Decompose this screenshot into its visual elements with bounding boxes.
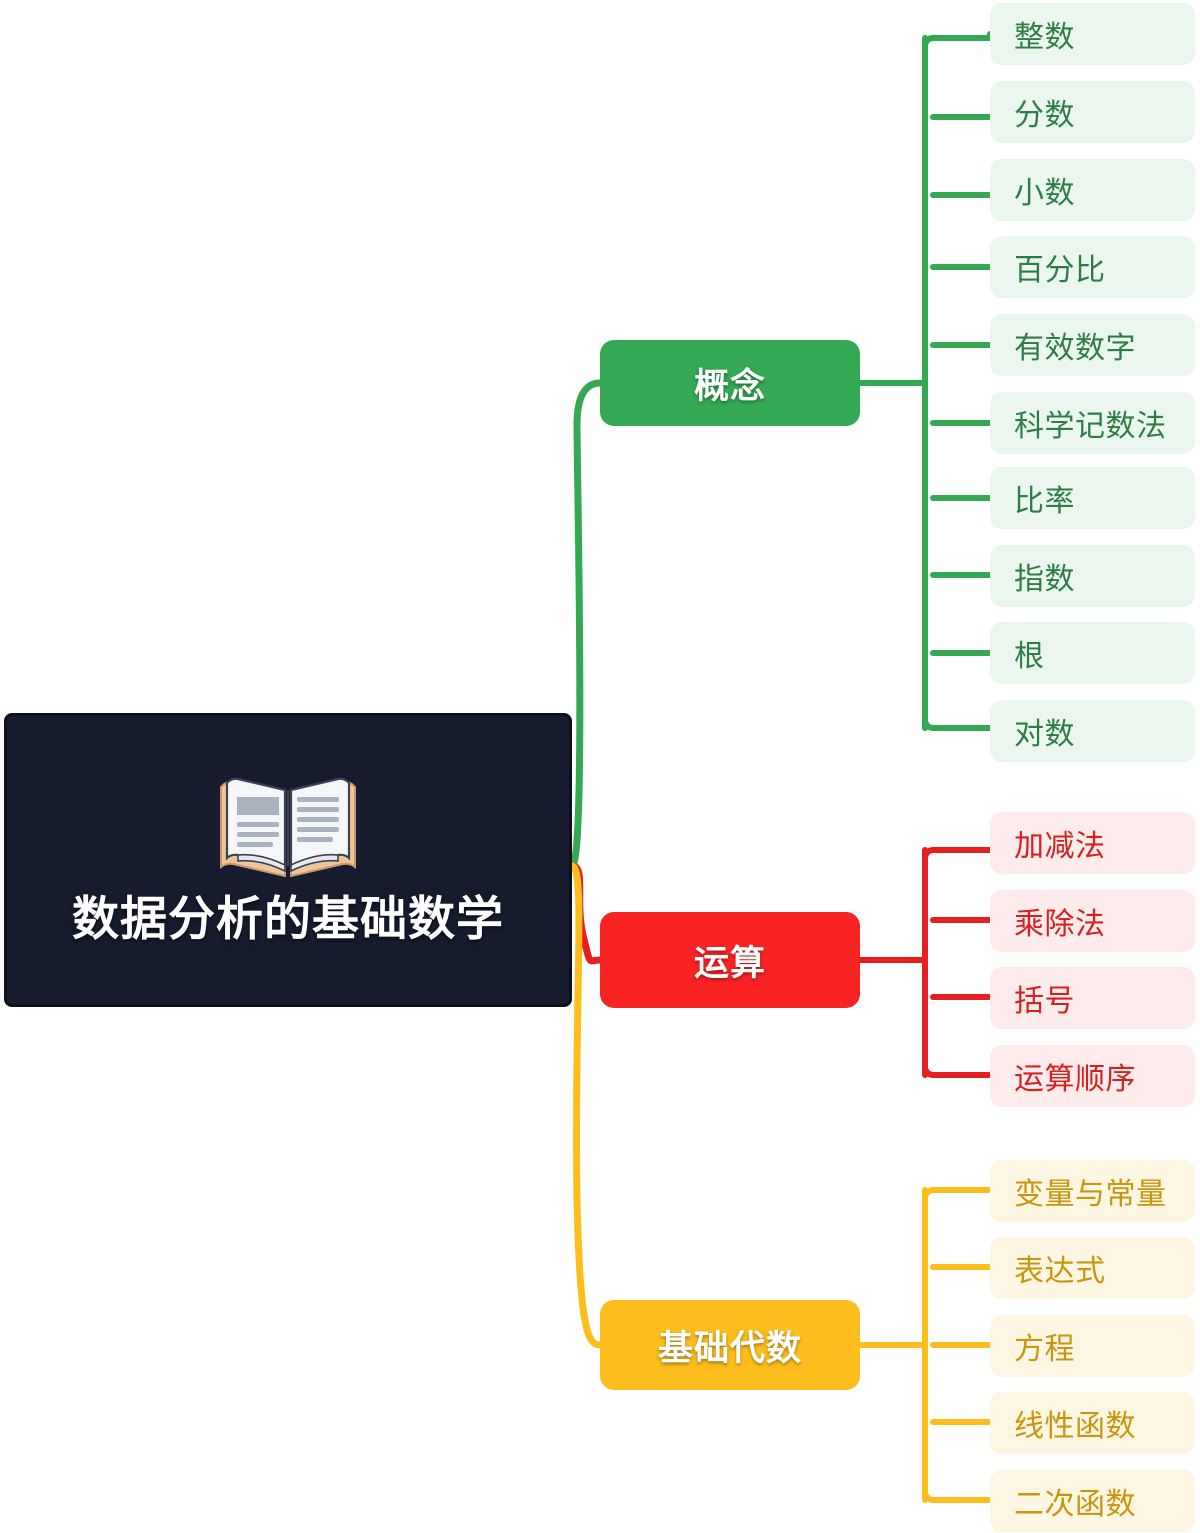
leaf-node-algebra-4[interactable]: 二次函数 bbox=[990, 1470, 1195, 1532]
leaf-node-concepts-9[interactable]: 对数 bbox=[990, 700, 1195, 762]
connector-operations-leaf-0 bbox=[922, 847, 993, 861]
leaf-node-concepts-6[interactable]: 比率 bbox=[990, 467, 1195, 529]
leaf-node-concepts-7[interactable]: 指数 bbox=[990, 545, 1195, 607]
connector-concepts-leaf-0 bbox=[922, 31, 993, 49]
leaf-node-concepts-0[interactable]: 整数 bbox=[990, 3, 1195, 65]
leaf-node-algebra-0[interactable]: 变量与常量 bbox=[990, 1160, 1195, 1222]
leaf-node-concepts-2[interactable]: 小数 bbox=[990, 159, 1195, 221]
connector-concepts-leaf-9 bbox=[922, 717, 993, 731]
leaf-node-algebra-3[interactable]: 线性函数 bbox=[990, 1392, 1195, 1454]
leaf-node-operations-0[interactable]: 加减法 bbox=[990, 812, 1195, 874]
leaf-node-operations-2[interactable]: 括号 bbox=[990, 967, 1195, 1029]
connector-root-to-concepts bbox=[568, 379, 604, 870]
leaf-node-concepts-4[interactable]: 有效数字 bbox=[990, 314, 1195, 376]
open-book-icon bbox=[220, 777, 356, 878]
leaf-node-concepts-1[interactable]: 分数 bbox=[990, 81, 1195, 143]
branch-node-concepts[interactable]: 概念 bbox=[600, 340, 860, 426]
leaf-node-concepts-8[interactable]: 根 bbox=[990, 622, 1195, 684]
connector-algebra-leaf-4 bbox=[922, 1489, 993, 1503]
connector-algebra-leaf-0 bbox=[922, 1187, 993, 1201]
connector-operations-leaf-3 bbox=[922, 1064, 993, 1078]
connector-root-to-algebra bbox=[568, 862, 604, 1349]
leaf-node-algebra-2[interactable]: 方程 bbox=[990, 1315, 1195, 1377]
leaf-node-operations-1[interactable]: 乘除法 bbox=[990, 890, 1195, 952]
root-node[interactable]: 数据分析的基础数学 bbox=[4, 713, 572, 1007]
branch-node-basic-algebra[interactable]: 基础代数 bbox=[600, 1300, 860, 1390]
connector-root-to-operations bbox=[568, 862, 604, 965]
leaf-node-concepts-3[interactable]: 百分比 bbox=[990, 236, 1195, 298]
leaf-node-algebra-1[interactable]: 表达式 bbox=[990, 1237, 1195, 1299]
leaf-node-concepts-5[interactable]: 科学记数法 bbox=[990, 392, 1195, 454]
root-title: 数据分析的基础数学 bbox=[72, 892, 504, 946]
branch-node-operations[interactable]: 运算 bbox=[600, 912, 860, 1008]
leaf-node-operations-3[interactable]: 运算顺序 bbox=[990, 1045, 1195, 1107]
